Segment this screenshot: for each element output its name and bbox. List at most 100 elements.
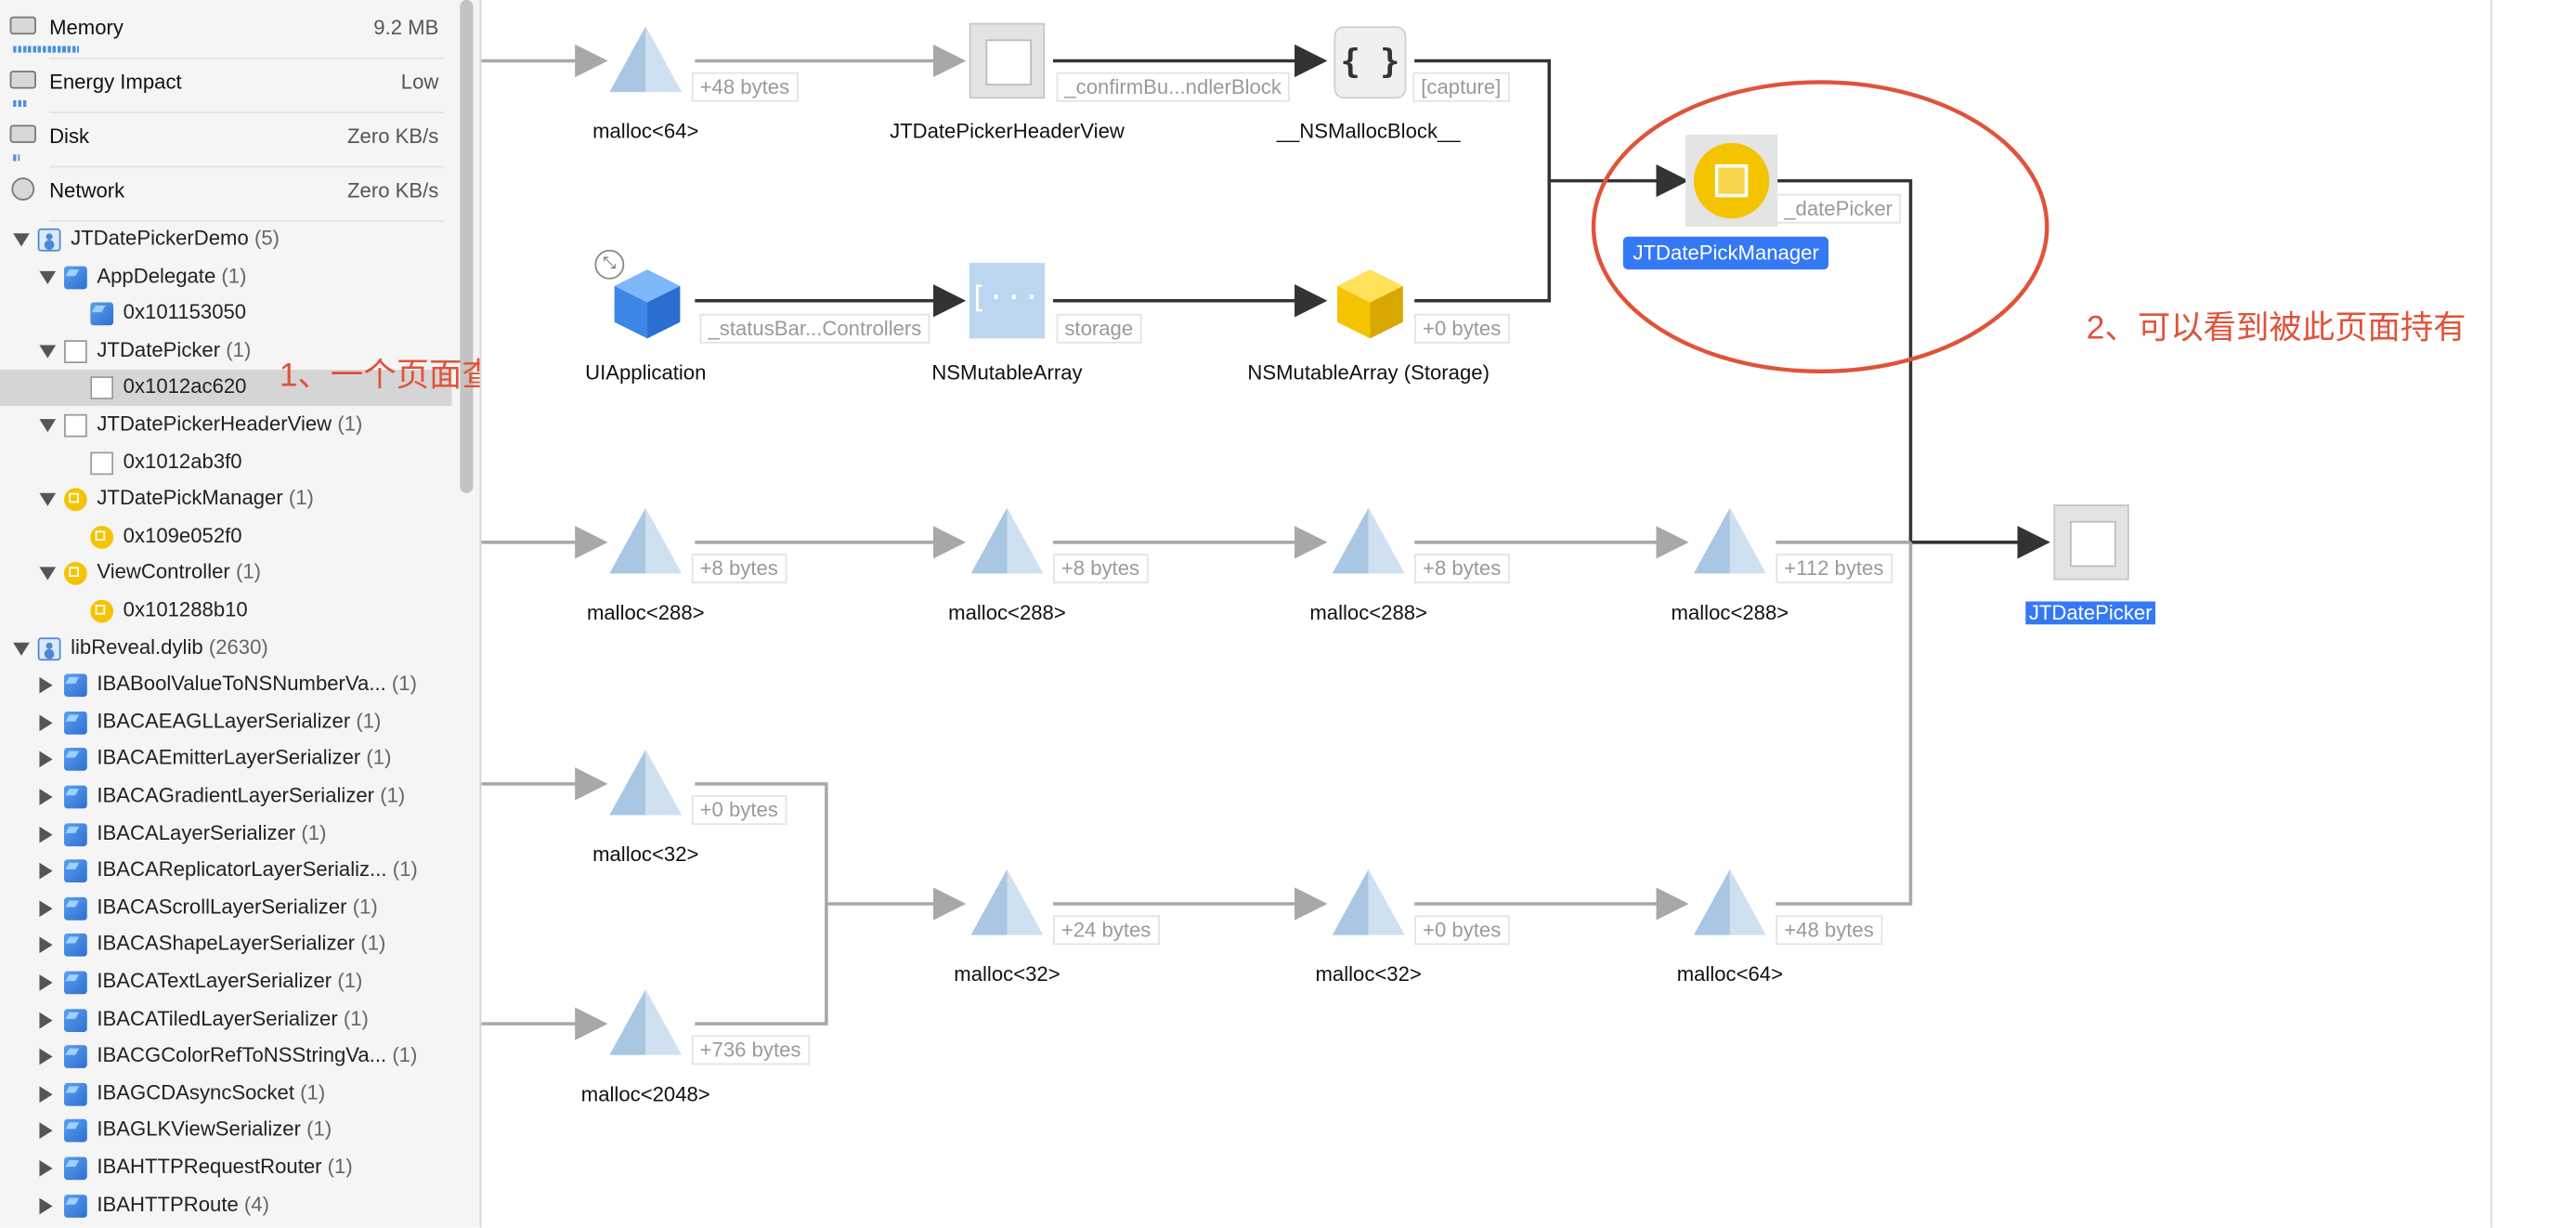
tree-row[interactable]: IBABoolValueToNSNumberVa... (1) bbox=[0, 668, 452, 704]
disclosure-expanded-icon[interactable] bbox=[13, 233, 30, 247]
disclosure-collapsed-icon[interactable] bbox=[39, 714, 53, 731]
object-cube-icon bbox=[63, 1045, 87, 1069]
node-malloc-32[interactable] bbox=[606, 746, 685, 825]
node-malloc-288[interactable] bbox=[606, 504, 685, 583]
disclosure-collapsed-icon[interactable] bbox=[39, 826, 53, 843]
tree-row[interactable]: IBAHTTPRoute (4) bbox=[0, 1187, 452, 1223]
edge-label: +48 bytes bbox=[1776, 915, 1882, 946]
object-cube-icon bbox=[63, 896, 87, 921]
edge-label: +0 bytes bbox=[691, 795, 787, 826]
disclosure-expanded-icon[interactable] bbox=[39, 493, 57, 507]
gauge-network[interactable]: Network Zero KB/s bbox=[0, 166, 444, 222]
node-jtdatepickmanager[interactable] bbox=[1685, 135, 1778, 228]
tree-row[interactable]: IBACATiledLayerSerializer (1) bbox=[0, 1001, 452, 1038]
tree-row[interactable]: ViewController (1) bbox=[0, 556, 452, 593]
node-malloc-288[interactable] bbox=[1690, 504, 1769, 583]
separator bbox=[49, 220, 444, 222]
tree-row[interactable]: IBACAScrollLayerSerializer (1) bbox=[0, 890, 452, 926]
node-label: NSMutableArray (Storage) bbox=[1247, 361, 1490, 385]
disclosure-collapsed-icon[interactable] bbox=[39, 1086, 53, 1103]
tree-row[interactable]: IBACATextLayerSerializer (1) bbox=[0, 964, 452, 1000]
tree-row[interactable]: IBACAGradientLayerSerializer (1) bbox=[0, 779, 452, 816]
globe-icon bbox=[11, 177, 35, 201]
disclosure-collapsed-icon[interactable] bbox=[39, 1196, 53, 1214]
tree-row-name: 0x101288b10 bbox=[123, 597, 248, 621]
node-malloc-288[interactable] bbox=[968, 504, 1047, 583]
edge-label: +0 bytes bbox=[1414, 915, 1510, 946]
node-label: malloc<32> bbox=[954, 962, 1060, 986]
tree-row[interactable]: IBACAEmitterLayerSerializer (1) bbox=[0, 742, 452, 778]
tree-row-name: JTDatePicker bbox=[97, 338, 221, 361]
tree-row[interactable]: IBAHTTPRequestRouter (1) bbox=[0, 1150, 452, 1186]
tree-row[interactable]: libReveal.dylib (2630) bbox=[0, 631, 452, 667]
disclosure-collapsed-icon[interactable] bbox=[39, 1159, 53, 1177]
tree-row-count: (1) bbox=[343, 1006, 369, 1030]
tree-row-count: (5) bbox=[254, 227, 280, 250]
node-nsmutablearray[interactable]: [···] bbox=[969, 263, 1059, 339]
edge-label: _datePicker bbox=[1776, 193, 1901, 224]
tree-row-name: 0x109e052f0 bbox=[123, 523, 242, 547]
node-jtdatepickerheaderview[interactable] bbox=[969, 22, 1046, 99]
node-malloc-32[interactable] bbox=[968, 866, 1047, 945]
tree-row-label: JTDatePickerDemo (5) bbox=[71, 227, 280, 250]
gauge-memory[interactable]: Memory 9.2 MB bbox=[0, 4, 444, 59]
tree-row-count: (1) bbox=[352, 895, 378, 919]
tree-row[interactable]: 0x1012ab3f0 bbox=[0, 445, 452, 481]
tree-row-name: IBACAShapeLayerSerializer bbox=[97, 932, 356, 956]
tree-row[interactable]: IBACALayerSerializer (1) bbox=[0, 816, 452, 853]
tree-row[interactable]: IBACAReplicatorLayerSerializ... (1) bbox=[0, 853, 452, 889]
tree-row[interactable]: IBAGCDAsyncSocket (1) bbox=[0, 1076, 452, 1112]
sidebar-scrollbar[interactable] bbox=[460, 0, 474, 493]
node-uiapplication[interactable]: ⤡ bbox=[594, 249, 683, 339]
node-nsmallocblock[interactable]: { } bbox=[1334, 26, 1407, 99]
tree-row-label: IBACAReplicatorLayerSerializ... (1) bbox=[97, 858, 417, 882]
tree-row[interactable]: JTDatePickerHeaderView (1) bbox=[0, 408, 452, 444]
tree-row-name: IBACAGradientLayerSerializer bbox=[97, 783, 375, 807]
tree-row[interactable]: 0x101153050 bbox=[0, 296, 452, 333]
disclosure-collapsed-icon[interactable] bbox=[39, 863, 53, 880]
tree-row[interactable]: IBAGLKViewSerializer (1) bbox=[0, 1113, 452, 1149]
tree-row[interactable]: IBACAShapeLayerSerializer (1) bbox=[0, 927, 452, 963]
node-malloc-64-top[interactable] bbox=[606, 23, 685, 102]
tree-row[interactable]: 0x109e052f0 bbox=[0, 519, 452, 555]
disclosure-expanded-icon[interactable] bbox=[39, 568, 57, 581]
disclosure-collapsed-icon[interactable] bbox=[39, 900, 53, 917]
disclosure-collapsed-icon[interactable] bbox=[39, 1122, 53, 1140]
disclosure-collapsed-icon[interactable] bbox=[39, 937, 53, 954]
node-malloc-64[interactable] bbox=[1690, 866, 1769, 945]
disclosure-expanded-icon[interactable] bbox=[13, 641, 30, 656]
node-label: malloc<288> bbox=[586, 601, 705, 625]
tree-row-label: IBAHTTPRoute (4) bbox=[97, 1193, 269, 1216]
disclosure-collapsed-icon[interactable] bbox=[39, 1049, 53, 1065]
tree-row[interactable]: 0x101288b10 bbox=[0, 594, 452, 630]
gauge-disk[interactable]: Disk Zero KB/s bbox=[0, 111, 444, 168]
disclosure-collapsed-icon[interactable] bbox=[39, 789, 53, 805]
node-label-selected: JTDatePickManager bbox=[1622, 236, 1829, 270]
tree-row-label: AppDelegate (1) bbox=[97, 264, 246, 287]
node-malloc-32[interactable] bbox=[1329, 866, 1408, 945]
disclosure-collapsed-icon[interactable] bbox=[39, 677, 53, 694]
node-malloc-2048[interactable] bbox=[606, 986, 685, 1065]
disclosure-collapsed-icon[interactable] bbox=[39, 1012, 53, 1028]
disclosure-expanded-icon[interactable] bbox=[39, 419, 57, 433]
tree-row-name: JTDatePickerDemo bbox=[71, 227, 249, 250]
node-malloc-288[interactable] bbox=[1329, 504, 1408, 583]
tree-row[interactable]: 0x1012ac620 bbox=[0, 370, 452, 407]
tree-row-name: IBAGCDAsyncSocket bbox=[97, 1080, 295, 1104]
tree-row-name: IBACAEAGLLayerSerializer bbox=[97, 709, 351, 733]
disclosure-expanded-icon[interactable] bbox=[39, 270, 57, 284]
tree-row[interactable]: IBACAEAGLLayerSerializer (1) bbox=[0, 705, 452, 741]
tree-row[interactable]: JTDatePickerDemo (5) bbox=[0, 222, 452, 258]
disclosure-collapsed-icon[interactable] bbox=[39, 751, 53, 768]
tree-row[interactable]: IBACGColorRefToNSStringVa... (1) bbox=[0, 1039, 452, 1075]
separator bbox=[49, 57, 444, 59]
tree-row[interactable]: AppDelegate (1) bbox=[0, 259, 452, 295]
tree-row-name: IBACAScrollLayerSerializer bbox=[97, 895, 347, 919]
node-nsmutablearray-storage[interactable] bbox=[1331, 263, 1406, 339]
tree-row[interactable]: JTDatePickManager (1) bbox=[0, 482, 452, 518]
disclosure-expanded-icon[interactable] bbox=[39, 345, 57, 359]
disclosure-collapsed-icon[interactable] bbox=[39, 974, 53, 991]
gauge-energy[interactable]: Energy Impact Low bbox=[0, 58, 444, 114]
node-jtdatepicker[interactable] bbox=[2053, 504, 2129, 581]
tree-row[interactable]: JTDatePicker (1) bbox=[0, 333, 452, 370]
